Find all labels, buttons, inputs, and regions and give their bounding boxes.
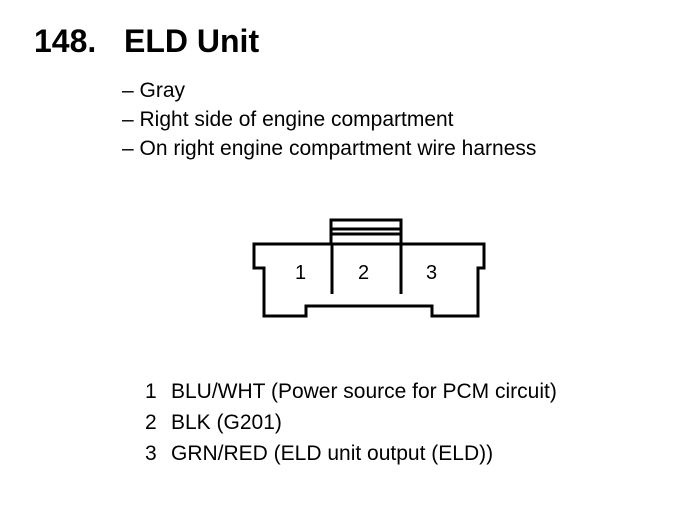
cavity-label-3: 3 [426,262,437,284]
component-name: ELD Unit [124,23,260,59]
pin-description: GRN/RED (ELD unit output (ELD)) [171,442,494,465]
connector-harness: – On right engine compartment wire harne… [122,137,537,160]
connector-diagram: 1 2 3 [252,218,486,318]
page-title: 148. ELD Unit [34,22,259,60]
pin-description: BLU/WHT (Power source for PCM circuit) [171,380,557,403]
component-number: 148. [34,23,97,59]
pin-row: 3 GRN/RED (ELD unit output (ELD)) [145,438,557,469]
cavity-label-2: 2 [358,262,369,284]
connector-location: – Right side of engine compartment [122,108,454,131]
connector-info-list: – Gray – Right side of engine compartmen… [122,76,536,163]
pin-number: 3 [145,442,157,465]
pin-row: 2 BLK (G201) [145,407,557,438]
connector-color: – Gray [122,79,186,102]
pin-row: 1 BLU/WHT (Power source for PCM circuit) [145,376,557,407]
connector-housing [252,242,486,318]
pin-description: BLK (G201) [171,411,282,434]
pin-number: 1 [145,380,157,403]
connector-lock-tab [329,218,403,246]
pin-number: 2 [145,411,157,434]
cavity-label-1: 1 [295,262,306,284]
